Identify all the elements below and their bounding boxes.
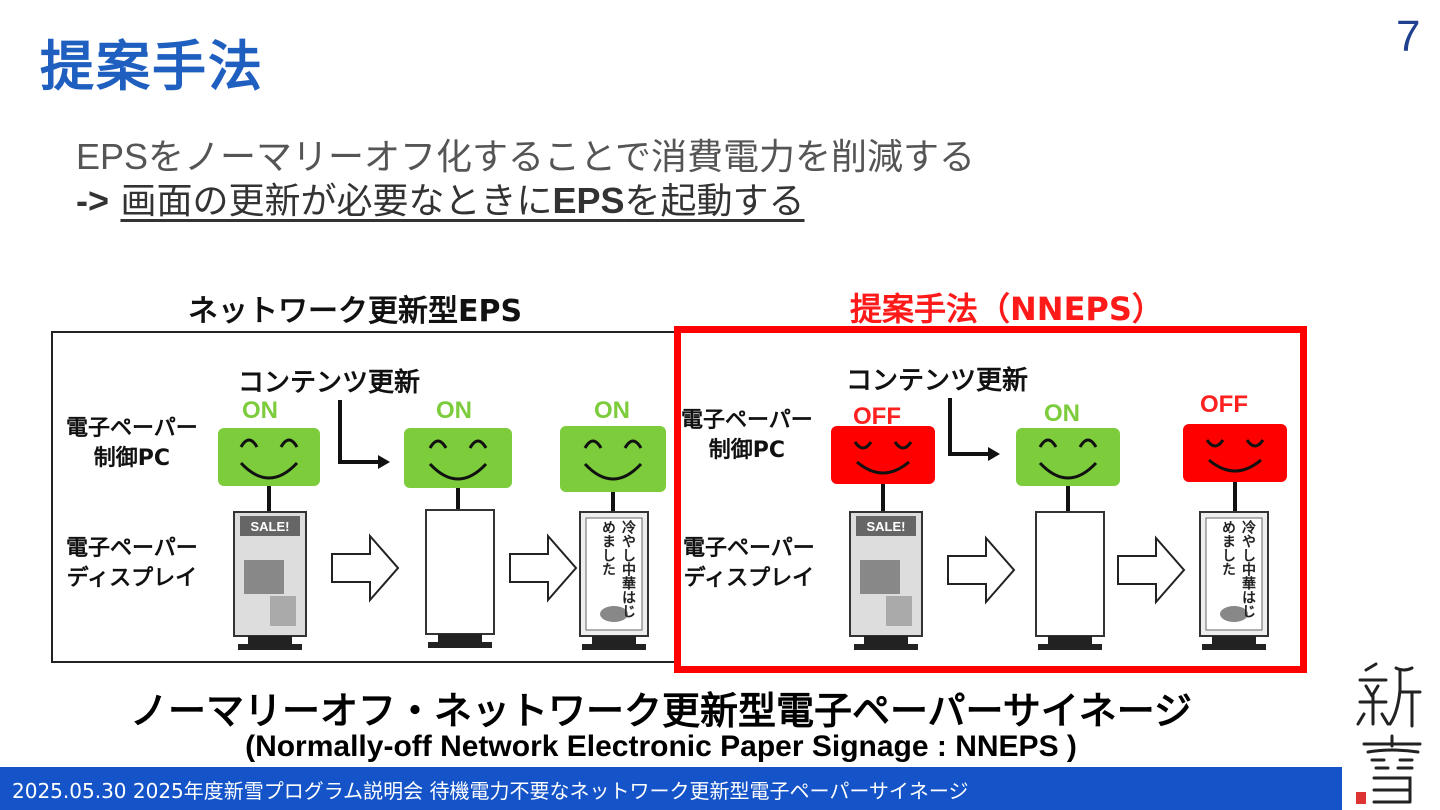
page-number: 7 (1396, 12, 1421, 61)
left-arrow-1 (331, 535, 399, 601)
right-state-3: OFF (1200, 391, 1248, 418)
subtitle-line2-eps: EPS (552, 180, 625, 221)
left-state-3: ON (594, 397, 630, 424)
left-poster-text: 冷やし中華はじめました (600, 520, 636, 618)
shinsetsu-logo (1356, 662, 1422, 804)
right-state-2: ON (1044, 400, 1080, 427)
right-panel-frame (674, 326, 1307, 673)
right-pc-1 (831, 426, 935, 512)
left-state-1: ON (242, 397, 278, 424)
left-display-poster (579, 511, 649, 650)
right-state-1: OFF (853, 403, 901, 430)
left-label-pc: 電子ペーパー 制御PC (66, 414, 198, 474)
footer-text: 2025.05.30 2025年度新雪プログラム説明会 待機電力不要なネットワー… (12, 779, 969, 803)
right-label-pc: 電子ペーパー 制御PC (681, 406, 813, 466)
right-update-arrow (948, 398, 990, 456)
right-poster-text: 冷やし中華はじめました (1220, 520, 1256, 618)
slide-title: 提案手法 (40, 35, 264, 98)
subtitle-line2: -> 画面の更新が必要なときにEPSを起動する (76, 172, 805, 224)
right-label-display-text: 電子ペーパー ディスプレイ (683, 536, 815, 591)
left-label-pc-text: 電子ペーパー 制御PC (66, 416, 198, 471)
left-display-blank (425, 509, 495, 648)
left-arrow-2 (509, 535, 577, 601)
right-content-update-label: コンテンツ更新 (846, 366, 1029, 396)
right-label-pc-text: 電子ペーパー 制御PC (681, 408, 813, 463)
subtitle-line1-eps: EPS (76, 136, 149, 177)
subtitle-line2-part1: 画面の更新が必要なときに (120, 181, 553, 222)
right-pc-2 (1016, 428, 1120, 512)
footer-bar (0, 767, 1342, 810)
left-display-sale (233, 511, 307, 650)
left-state-2: ON (436, 397, 472, 424)
right-sale-text: SALE! (867, 519, 906, 534)
right-label-display: 電子ペーパー ディスプレイ (683, 534, 815, 594)
subtitle-underlined: 画面の更新が必要なときにEPSを起動する (120, 180, 805, 222)
left-pc-2 (404, 428, 512, 510)
bottom-title-en: (Normally-off Network Electronic Paper S… (245, 730, 1077, 763)
right-pc-3 (1183, 424, 1287, 512)
subtitle-arrow: -> (76, 180, 110, 221)
left-label-display-text: 電子ペーパー ディスプレイ (66, 536, 198, 591)
left-label-display: 電子ペーパー ディスプレイ (66, 534, 198, 594)
left-update-arrow (338, 400, 380, 464)
right-display-sale (849, 511, 923, 650)
subtitle-line1-text: をノーマリーオフ化することで消費電力を削減する (148, 137, 975, 178)
subtitle-line1: EPSをノーマリーオフ化することで消費電力を削減する (76, 128, 975, 180)
left-panel-header: ネットワーク更新型EPS (188, 294, 523, 329)
left-pc-1 (218, 428, 320, 512)
left-pc-3 (560, 426, 666, 512)
right-display-poster (1199, 511, 1269, 650)
left-sale-text: SALE! (251, 519, 290, 534)
right-display-blank (1035, 511, 1105, 650)
right-panel-header: 提案手法（NNEPS） (850, 290, 1164, 328)
right-arrow-2 (1117, 537, 1185, 603)
left-content-update-label: コンテンツ更新 (238, 368, 421, 398)
subtitle-line2-part2: を起動する (624, 181, 805, 222)
bottom-title-jp: ノーマリーオフ・ネットワーク更新型電子ペーパーサイネージ (129, 689, 1193, 733)
right-arrow-1 (947, 537, 1015, 603)
